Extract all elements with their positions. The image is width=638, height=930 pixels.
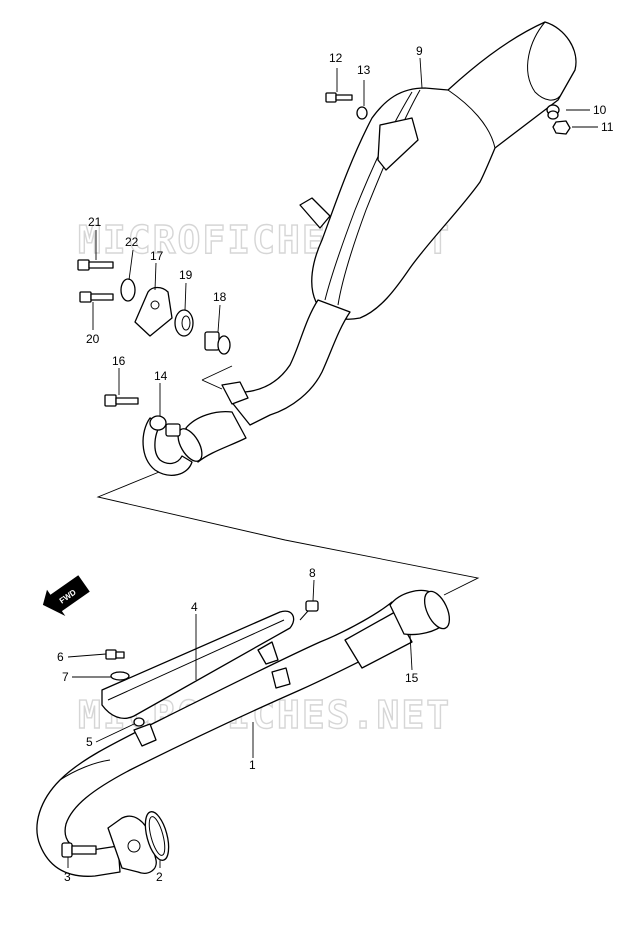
- callout-19: 19: [179, 268, 193, 282]
- exhaust-pipe-part-1: [36, 601, 413, 877]
- muffler-tab: [299, 197, 331, 229]
- washer-part-22: [120, 278, 136, 302]
- bolt-part-6: [105, 649, 125, 660]
- collar-part-18: [204, 331, 231, 355]
- cushion-part-19: [174, 309, 194, 337]
- bolt-part-21: [77, 259, 114, 271]
- callout-12: 12: [329, 51, 343, 65]
- muffler-bracket: [377, 117, 419, 171]
- callout-1: 1: [249, 758, 256, 772]
- callout-8: 8: [309, 566, 316, 580]
- washer-part-13: [356, 106, 368, 120]
- pipe-sleeve-part-15: [389, 589, 451, 636]
- muffler-part-9: [299, 21, 577, 320]
- clamp-part-14: [142, 415, 193, 476]
- callout-14: 14: [154, 369, 168, 383]
- pipe-gap-line-2: [201, 379, 223, 390]
- callout-10: 10: [593, 103, 607, 117]
- gasket-part-2: [144, 811, 170, 861]
- washer-part-5: [133, 717, 145, 727]
- muffler-inlet-pipe: [177, 299, 351, 463]
- callout-6: 6: [57, 650, 64, 664]
- callout-17: 17: [150, 249, 164, 263]
- callout-21: 21: [88, 215, 102, 229]
- washer-part-10: [547, 110, 559, 120]
- callout-4: 4: [191, 600, 198, 614]
- pipe-gap-line: [201, 365, 233, 381]
- bracket-part-17: [134, 286, 173, 337]
- assembly-connector-line: [96, 469, 480, 596]
- bolt-part-20: [79, 291, 114, 303]
- callout-13: 13: [357, 63, 371, 77]
- fwd-arrow-icon: FWD: [42, 575, 90, 616]
- callout-11: 11: [601, 120, 614, 134]
- washer-part-7: [110, 671, 130, 681]
- callout-16: 16: [112, 354, 126, 368]
- callout-20: 20: [86, 332, 100, 346]
- callout-22: 22: [125, 235, 139, 249]
- callout-9: 9: [416, 44, 423, 58]
- callout-5: 5: [86, 735, 93, 749]
- callout-7: 7: [62, 670, 69, 684]
- flange-part-3: [107, 815, 157, 874]
- bolt-part-16: [104, 394, 139, 407]
- bolt-part-12: [325, 92, 353, 103]
- stud-bolt-part-3: [61, 842, 97, 858]
- callout-18: 18: [213, 290, 227, 304]
- callout-15: 15: [405, 671, 419, 685]
- callout-2: 2: [156, 870, 163, 884]
- callout-3: 3: [64, 870, 71, 884]
- bolt-part-8: [299, 600, 319, 621]
- nut-part-11: [552, 120, 571, 135]
